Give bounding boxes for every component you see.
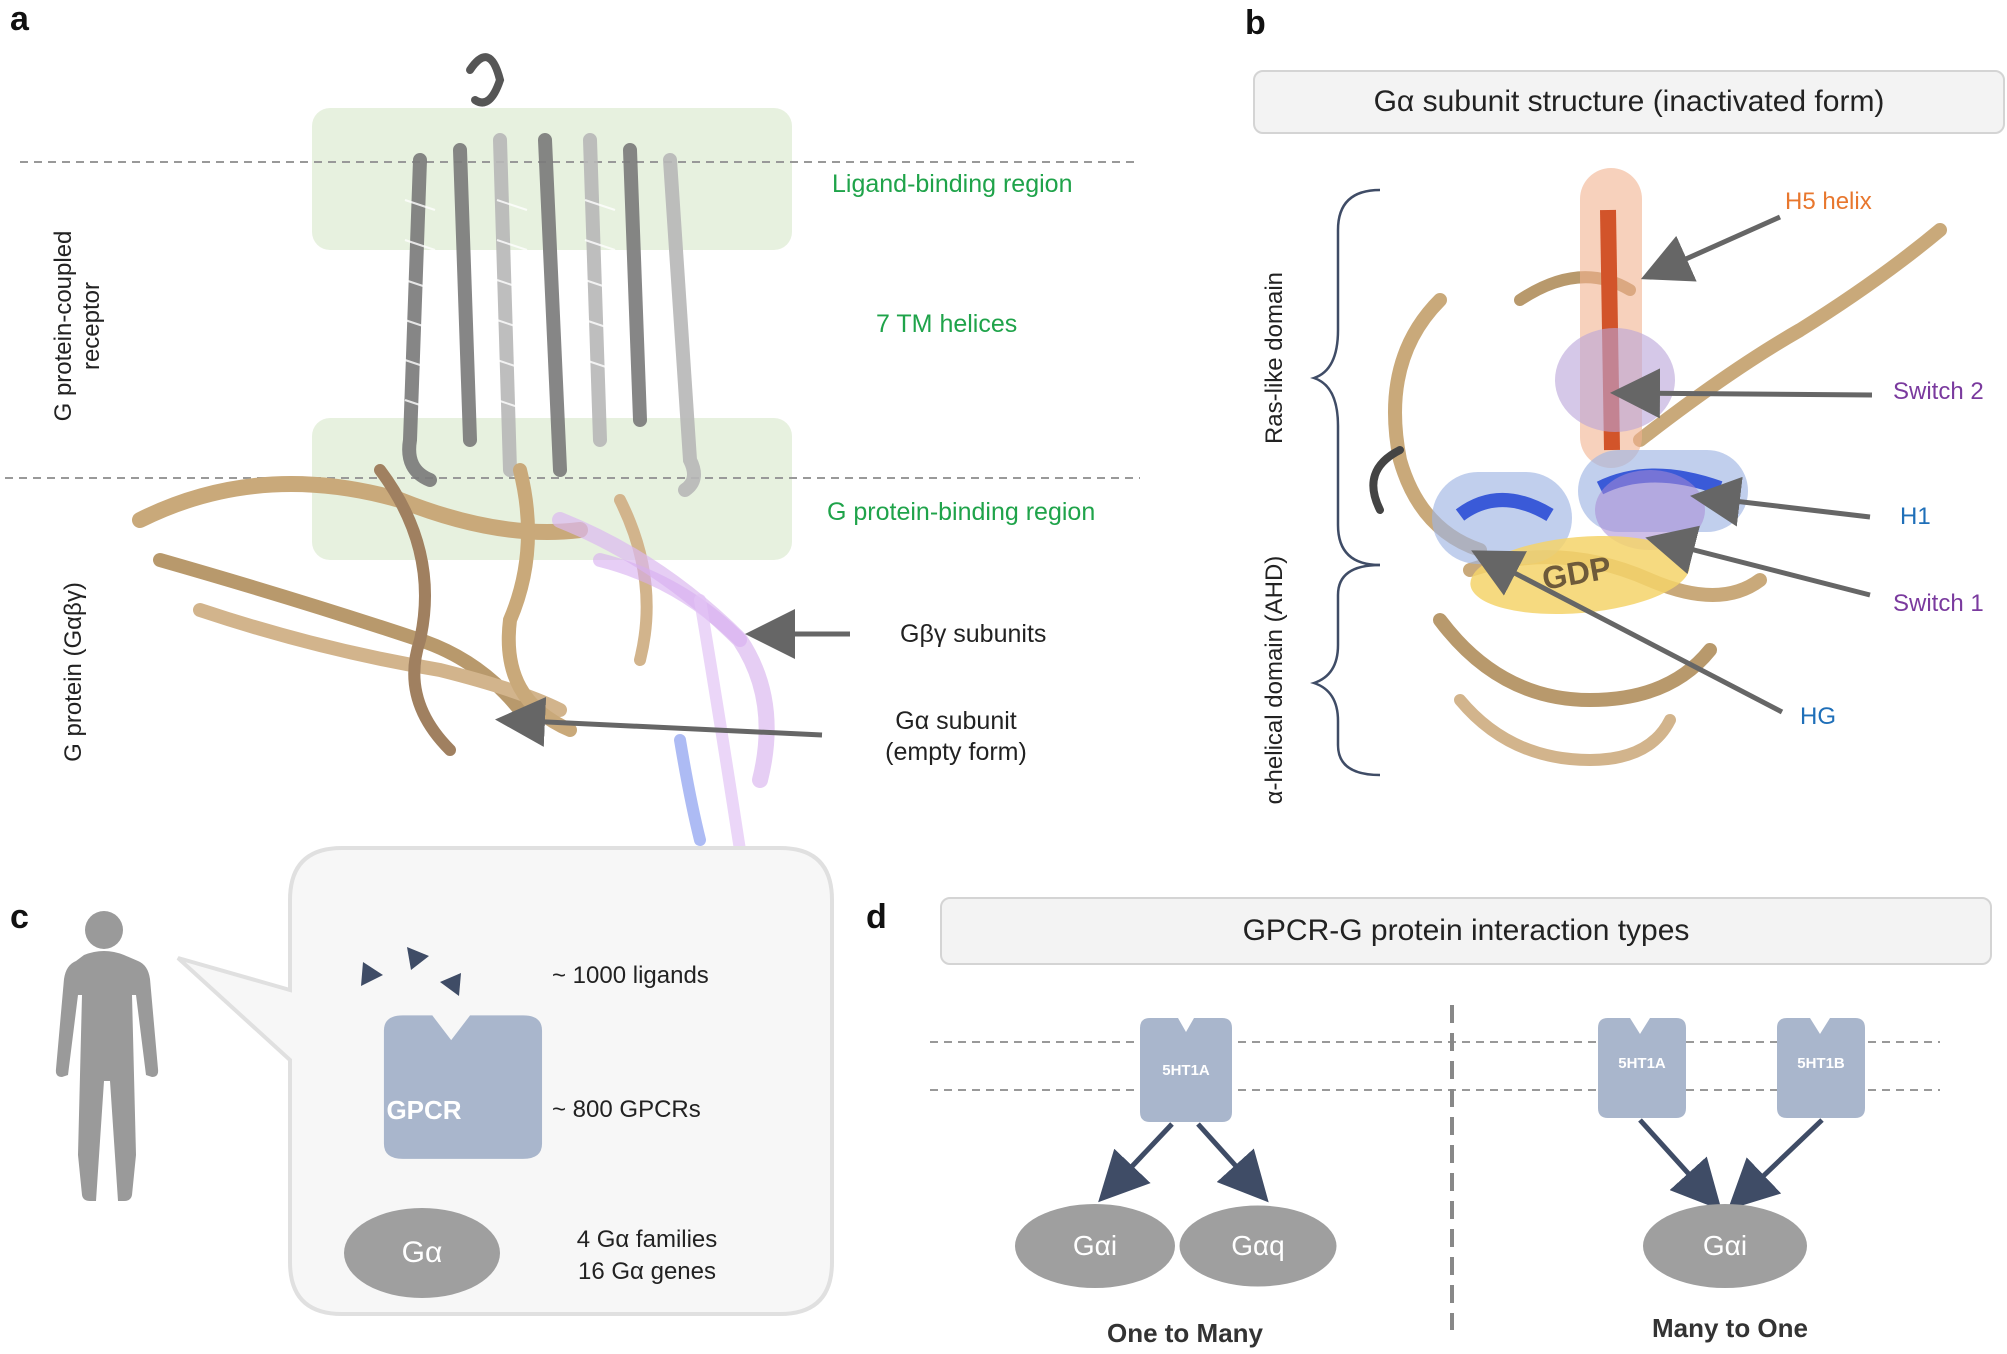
- hg-arrow: [1471, 550, 1784, 715]
- right-receptor2-label: 5HT1B: [1797, 1055, 1845, 1072]
- panel-label-b: b: [1245, 4, 1266, 42]
- g-protein-label: G protein (Gαβγ): [60, 582, 87, 762]
- gaq-left-shape: [1176, 1202, 1340, 1290]
- ligand-triangle-2: [407, 947, 429, 970]
- tm-helices-label: 7 TM helices: [876, 310, 1018, 338]
- switch2-label: Switch 2: [1893, 378, 1984, 405]
- ga-subunit-label: Gα subunit (empty form): [885, 707, 1027, 766]
- ras-like-domain-label: Ras-like domain: [1261, 271, 1288, 445]
- ligand-triangle-1: [361, 962, 383, 986]
- switch1-arrow: [1645, 525, 1871, 598]
- gaq-left-label: Gαq: [1231, 1230, 1285, 1261]
- receptor-helix-texture: [404, 199, 616, 411]
- panel-b-graphics: [1310, 168, 1947, 777]
- panel-label-d: d: [866, 898, 887, 936]
- gai-left-shape: [1015, 1204, 1175, 1288]
- right-receptor1-label: 5HT1A: [1618, 1055, 1666, 1072]
- hg-label: HG: [1800, 703, 1836, 730]
- gpcr-box-label: GPCR: [386, 1095, 462, 1125]
- receptor-right1-shape: [1598, 1018, 1686, 1118]
- gpcr-count: ~ 800 GPCRs: [552, 1096, 701, 1123]
- gai-right-shape: [1643, 1204, 1807, 1288]
- right-caption: Many to One: [1651, 1313, 1808, 1343]
- panel-d-title: GPCR-G protein interaction types: [940, 897, 1992, 965]
- panel-c-graphics: [55, 846, 834, 1316]
- panel-a-graphics: [5, 53, 1140, 856]
- switch2-arrow: [1610, 368, 1873, 419]
- ahd-label: α-helical domain (AHD): [1261, 555, 1288, 805]
- h5-arrow: [1640, 214, 1782, 282]
- arrow-left-to-gai: [1098, 1122, 1174, 1203]
- gpcr-block-shape: [383, 1015, 543, 1159]
- hg-highlight: [1432, 472, 1572, 564]
- g-protein-structure: [132, 463, 775, 856]
- panel-label-a: a: [10, 0, 29, 38]
- receptor-left-shape: [1140, 1018, 1232, 1122]
- gai-left-label: Gαi: [1072, 1230, 1118, 1261]
- arrow-right1-to-gai: [1638, 1118, 1722, 1211]
- panel-b-title: Gα subunit structure (inactivated form): [1253, 70, 2005, 134]
- arrow-left-to-gaq: [1196, 1122, 1269, 1203]
- receptor-label: G protein-coupled receptor: [50, 230, 105, 422]
- ligand-triangle-3: [440, 973, 461, 996]
- left-receptor-label: 5HT1A: [1162, 1062, 1210, 1079]
- gai-right-label: Gαi: [1702, 1230, 1748, 1261]
- ligands-count: ~ 1000 ligands: [552, 962, 709, 989]
- g-protein-binding-band: [312, 418, 792, 560]
- ligand-binding-region-label: Ligand-binding region: [832, 170, 1073, 198]
- panel-d-graphics: [930, 1005, 1940, 1330]
- ahd-brace: [1310, 563, 1381, 777]
- panel-label-c: c: [10, 898, 29, 936]
- ras-like-brace: [1310, 188, 1381, 567]
- receptor-right2-shape: [1777, 1018, 1865, 1118]
- left-caption: One to Many: [1106, 1318, 1263, 1348]
- switch2-highlight: [1555, 328, 1675, 432]
- human-silhouette: [55, 911, 159, 1201]
- ga-oval-label: Gα: [401, 1236, 443, 1269]
- ga-families-count: 4 Gα families 16 Gα genes: [576, 1226, 718, 1285]
- g-protein-binding-region-label: G protein-binding region: [827, 498, 1096, 526]
- receptor-structure: [402, 53, 701, 497]
- ga-oval-shape: [344, 1208, 500, 1298]
- h1-label: H1: [1900, 503, 1931, 530]
- gbg-subunits-label: Gβγ subunits: [900, 620, 1047, 648]
- h1-arrow: [1690, 476, 1871, 527]
- switch1-label: Switch 1: [1893, 590, 1984, 617]
- arrow-right2-to-gai: [1727, 1118, 1824, 1210]
- ga-arrow: [495, 696, 823, 747]
- h5-helix-label: H5 helix: [1785, 188, 1872, 215]
